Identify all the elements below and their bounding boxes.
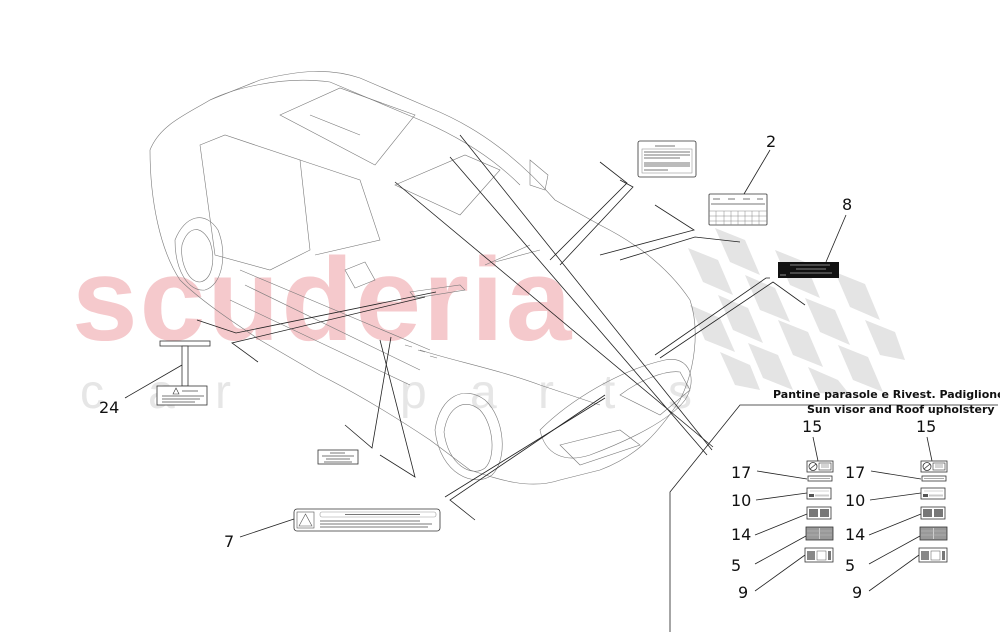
grey-panel-label-icon <box>805 526 834 541</box>
svg-text:t: t <box>602 366 615 419</box>
watermark-brand: scuderia <box>72 234 573 366</box>
strip-label-icon <box>807 475 833 482</box>
callout-15-right: 15 <box>916 417 936 436</box>
no-symbol-label-icon <box>920 460 948 473</box>
label-part-8 <box>778 262 839 278</box>
callout-15-left: 15 <box>802 417 822 436</box>
callout-8: 8 <box>842 195 852 214</box>
svg-text:r: r <box>538 366 554 419</box>
callout-14-left: 14 <box>731 525 751 544</box>
callout-10-right: 10 <box>845 491 865 510</box>
svg-text:s: s <box>668 366 692 419</box>
label-part-side <box>317 449 359 465</box>
callout-5-left: 5 <box>731 556 741 575</box>
svg-text:c: c <box>80 366 104 419</box>
multi-pictogram-label-icon <box>918 547 948 563</box>
svg-text:a: a <box>470 366 497 419</box>
label-part-top-center <box>637 140 697 178</box>
callout-10-left: 10 <box>731 491 751 510</box>
watermark-tagline: c a r p a r t s <box>80 366 692 419</box>
callout-24: 24 <box>99 398 119 417</box>
label-part-2 <box>708 193 768 226</box>
callout-14-right: 14 <box>845 525 865 544</box>
caption-english: Sun visor and Roof upholstery <box>807 403 995 416</box>
svg-text:r: r <box>215 366 231 419</box>
sun-visor-labels-right: 15 17 10 14 5 <box>845 417 948 602</box>
callout-9-left: 9 <box>738 583 748 602</box>
svg-text:p: p <box>400 366 427 419</box>
airbag-pictogram-label-icon <box>920 506 946 520</box>
airbag-pictogram-label-icon <box>806 506 832 520</box>
caption-italian: Pantine parasole e Rivest. Padiglione <box>773 388 1000 401</box>
callout-9-right: 9 <box>852 583 862 602</box>
label-part-7 <box>293 508 441 532</box>
leader-lines <box>196 134 998 632</box>
car-illustration <box>149 71 696 485</box>
checkered-flag-watermark <box>688 228 905 395</box>
warning-text-label-icon <box>806 487 832 500</box>
no-symbol-label-icon <box>806 460 834 473</box>
callout-17-right: 17 <box>845 463 865 482</box>
multi-pictogram-label-icon <box>804 547 834 563</box>
warning-text-label-icon <box>920 487 946 500</box>
grey-panel-label-icon <box>919 526 948 541</box>
callout-17-left: 17 <box>731 463 751 482</box>
callout-2: 2 <box>766 132 776 151</box>
sun-visor-labels-left: 15 17 10 14 5 <box>731 417 834 602</box>
strip-label-icon <box>921 475 947 482</box>
callout-5-right: 5 <box>845 556 855 575</box>
label-part-24 <box>156 340 211 406</box>
callout-7: 7 <box>224 532 234 551</box>
